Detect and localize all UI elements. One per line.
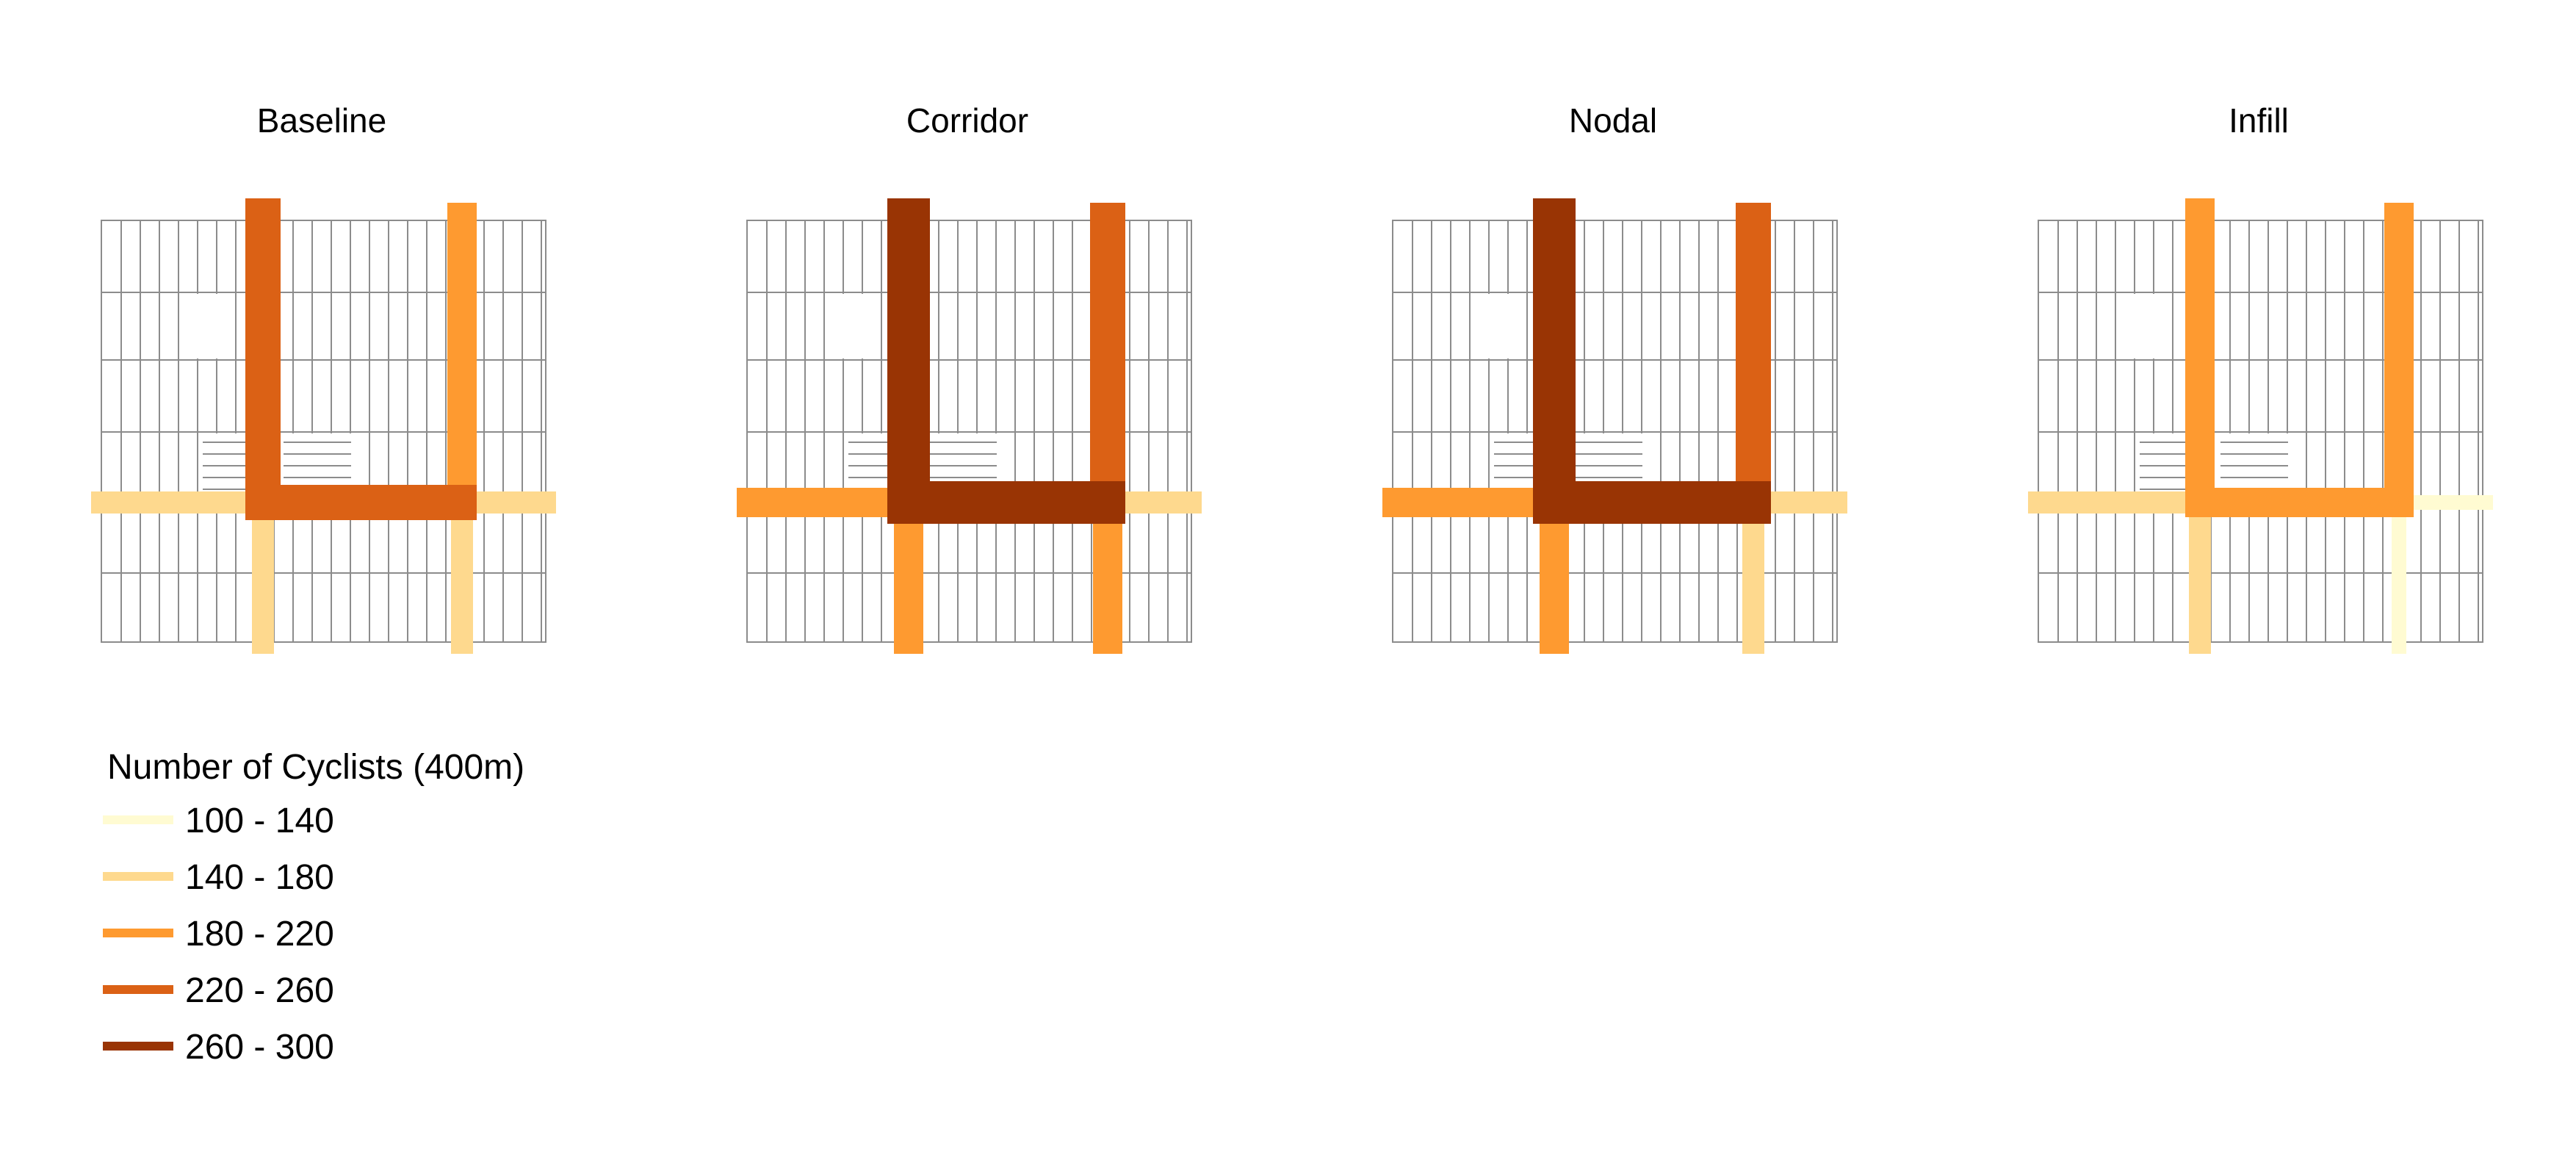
legend-swatch-3 xyxy=(103,929,173,937)
legend-label-2: 140 - 180 xyxy=(185,858,334,897)
legend-swatch-4 xyxy=(103,985,173,994)
legend-item-5: 260 - 300 xyxy=(103,1028,334,1067)
street-grid-baseline xyxy=(101,220,546,643)
legend-item-3: 180 - 220 xyxy=(103,915,334,954)
panel-title-baseline: Baseline xyxy=(257,101,386,140)
open-block xyxy=(184,294,235,358)
panel-corridor: Corridor xyxy=(737,101,1202,654)
legend-item-2: 140 - 180 xyxy=(103,858,334,897)
legend: Number of Cyclists (400m) 100 - 140 140 … xyxy=(103,748,524,1067)
legend-item-4: 220 - 260 xyxy=(103,971,334,1010)
street-grid-infill xyxy=(2038,220,2483,643)
open-block xyxy=(2121,294,2172,358)
legend-label-4: 220 - 260 xyxy=(185,971,334,1010)
legend-label-1: 100 - 140 xyxy=(185,801,334,840)
plaza-block xyxy=(2220,433,2288,492)
cyclist-flows-nodal xyxy=(1382,198,1847,654)
open-block xyxy=(1475,294,1526,358)
panel-title-nodal: Nodal xyxy=(1569,101,1657,140)
legend-label-5: 260 - 300 xyxy=(185,1028,334,1067)
panel-baseline: Baseline xyxy=(91,101,556,654)
legend-label-3: 180 - 220 xyxy=(185,915,334,954)
cyclist-flows-baseline xyxy=(91,198,556,654)
cyclist-flows-infill xyxy=(2028,198,2493,654)
panel-title-infill: Infill xyxy=(2229,101,2289,140)
legend-swatch-5 xyxy=(103,1042,173,1051)
panel-infill: Infill xyxy=(2028,101,2493,654)
plaza-block xyxy=(284,433,351,492)
open-block xyxy=(829,294,881,358)
legend-swatch-2 xyxy=(103,872,173,881)
panel-nodal: Nodal xyxy=(1382,101,1847,654)
cyclist-flows-corridor xyxy=(737,198,1202,654)
legend-item-1: 100 - 140 xyxy=(103,801,334,840)
legend-title: Number of Cyclists (400m) xyxy=(107,748,524,787)
panel-title-corridor: Corridor xyxy=(906,101,1028,140)
legend-swatch-1 xyxy=(103,815,173,824)
